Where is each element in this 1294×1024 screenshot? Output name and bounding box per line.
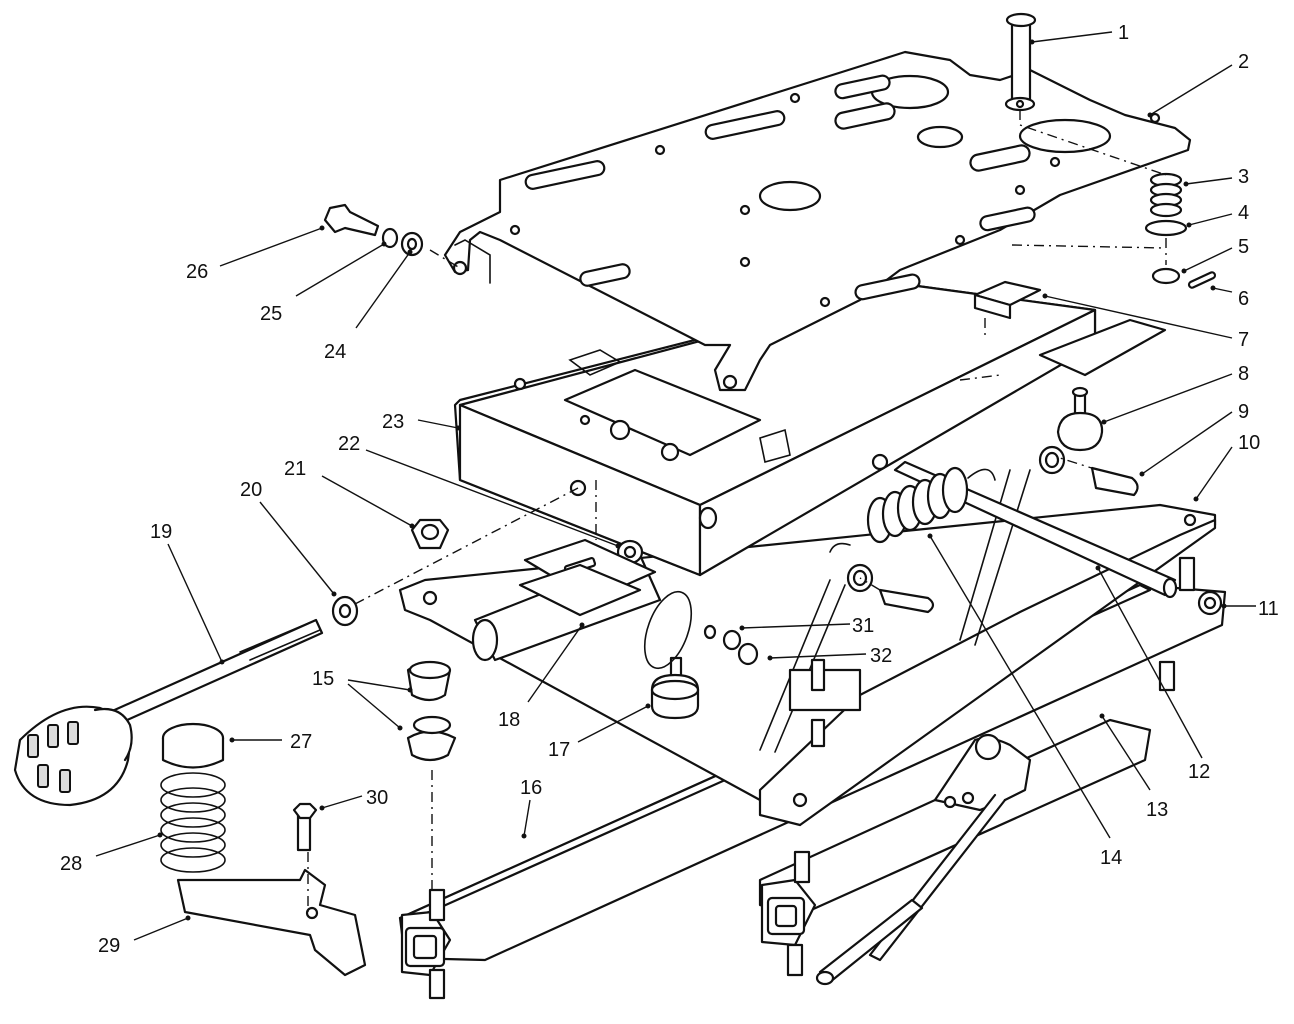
callout-label-32: 32 [870,645,892,667]
callout-27: 27 [229,731,312,753]
callout-label-18: 18 [498,709,520,731]
callout-label-15: 15 [312,668,334,690]
callout-label-19: 19 [150,521,172,543]
callout-9: 9 [1139,401,1249,477]
callout-label-22: 22 [338,433,360,455]
callout-label-4: 4 [1238,202,1249,224]
callout-28: 28 [60,832,163,875]
callout-6: 6 [1210,285,1249,310]
callout-label-2: 2 [1238,51,1249,73]
callout-16: 16 [520,777,542,839]
fasteners [323,203,644,627]
suspension-spring [160,722,226,873]
top-seat-plate [443,50,1192,392]
callout-label-1: 1 [1118,22,1129,44]
callout-label-11: 11 [1258,598,1279,620]
callout-label-26: 26 [186,261,208,283]
callout-23: 23 [382,411,461,433]
callout-label-17: 17 [548,739,570,761]
callout-17: 17 [548,703,651,761]
callout-19: 19 [150,521,225,665]
callout-label-3: 3 [1238,166,1249,188]
clevis-pin [1004,12,1037,112]
callout-21: 21 [284,458,415,529]
callout-label-5: 5 [1238,236,1249,258]
callout-label-8: 8 [1238,363,1249,385]
callout-label-28: 28 [60,853,82,875]
callout-31: 31 [739,615,874,637]
callout-20: 20 [240,479,337,597]
callout-label-24: 24 [324,341,346,363]
callout-label-31: 31 [852,615,874,637]
callout-13: 13 [1099,713,1168,821]
callout-label-16: 16 [520,777,542,799]
callout-label-7: 7 [1238,329,1249,351]
callout-label-6: 6 [1238,288,1249,310]
callout-label-10: 10 [1238,432,1260,454]
callout-12: 12 [1095,565,1210,783]
callout-15: 15 [312,668,413,731]
bumpers-and-spacers [846,386,1139,614]
callout-1: 1 [1029,22,1129,45]
callout-25: 25 [260,241,387,325]
slide-bracket [973,280,1167,377]
assembly-centerlines [307,110,1167,912]
callout-10: 10 [1193,432,1260,502]
spring-bracket [176,802,367,977]
callout-29: 29 [98,915,191,957]
release-lever [815,733,1032,986]
callout-11: 11 [1221,598,1279,620]
callout-18: 18 [498,622,585,731]
tension-spring [829,466,996,553]
callout-14: 14 [927,533,1122,869]
callout-label-29: 29 [98,935,120,957]
callout-8: 8 [1101,363,1249,425]
small-spring-stack [1144,172,1217,289]
callout-label-12: 12 [1188,761,1210,783]
callout-label-9: 9 [1238,401,1249,423]
callout-5: 5 [1181,236,1249,274]
callout-4: 4 [1186,202,1249,228]
callout-label-23: 23 [382,411,404,433]
callout-2: 2 [1147,51,1249,118]
callout-30: 30 [319,787,388,811]
callout-label-21: 21 [284,458,306,480]
callout-label-30: 30 [366,787,388,809]
callout-label-27: 27 [290,731,312,753]
latch-parts [406,538,759,762]
callout-label-13: 13 [1146,799,1168,821]
callout-7: 7 [1042,293,1249,351]
callout-22: 22 [338,433,621,549]
adjustment-knob-rod [13,618,324,807]
callout-3: 3 [1183,166,1249,188]
callout-32: 32 [767,645,892,667]
callout-label-25: 25 [260,303,282,325]
callout-26: 26 [186,225,325,283]
callout-label-14: 14 [1100,847,1122,869]
callout-label-20: 20 [240,479,262,501]
callout-24: 24 [324,249,413,363]
